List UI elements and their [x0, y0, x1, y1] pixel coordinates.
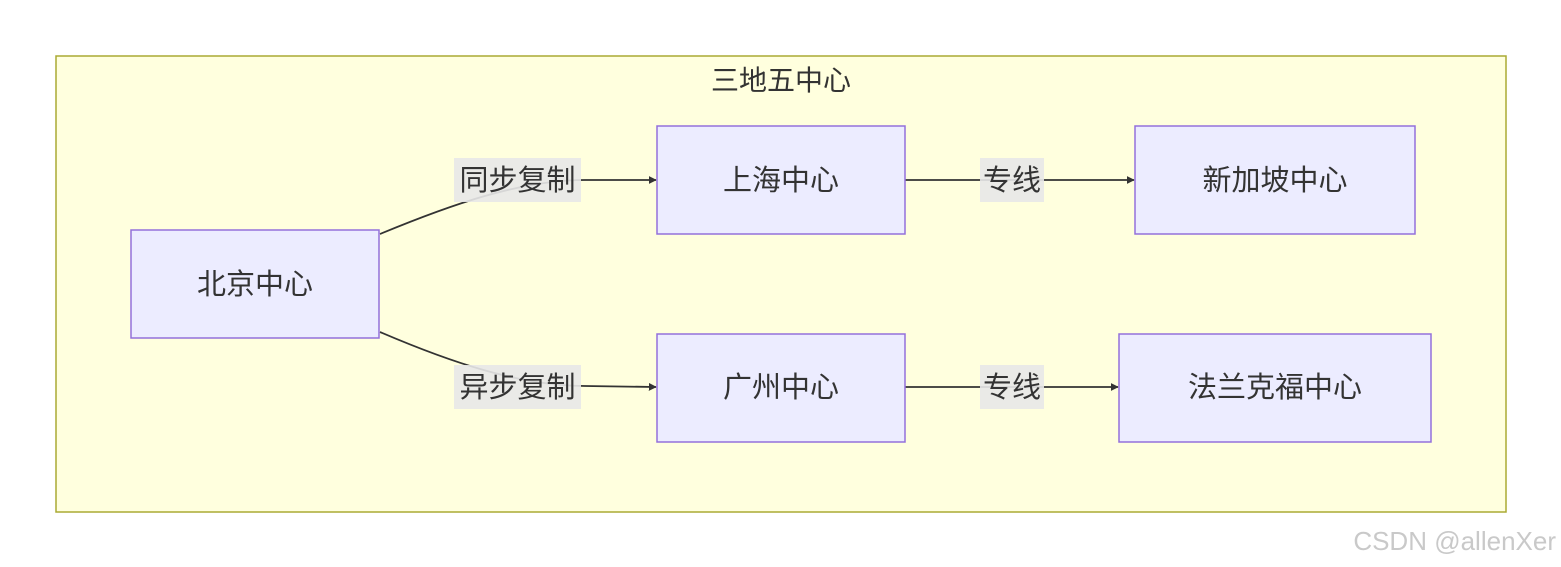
cluster-title: 三地五中心 — [711, 64, 851, 97]
edge-label-dedicated-line-bottom: 专线 — [980, 365, 1044, 409]
watermark: CSDN @allenXer — [1353, 526, 1556, 556]
node-box — [656, 333, 906, 443]
edge-label-dedicated-line-top: 专线 — [980, 158, 1044, 202]
edge-label-bg — [454, 158, 581, 202]
node-singapore: 新加坡中心 — [1134, 125, 1416, 235]
edge-label-async-replication: 异步复制 — [454, 365, 581, 409]
node-beijing: 北京中心 — [130, 229, 380, 339]
edge-label-bg — [454, 365, 581, 409]
node-label: 新加坡中心 — [1202, 163, 1347, 197]
edge-label-text: 同步复制 — [459, 163, 575, 197]
node-shanghai: 上海中心 — [656, 125, 906, 235]
node-box — [656, 125, 906, 235]
node-label: 法兰克福中心 — [1188, 370, 1362, 404]
node-guangzhou: 广州中心 — [656, 333, 906, 443]
node-label: 上海中心 — [723, 163, 839, 197]
node-label: 广州中心 — [723, 370, 839, 404]
edge-label-text: 异步复制 — [459, 370, 575, 404]
node-box — [1118, 333, 1432, 443]
node-label: 北京中心 — [197, 267, 313, 301]
node-box — [1134, 125, 1416, 235]
edge-label-text: 专线 — [983, 163, 1041, 197]
edge-label-bg — [980, 365, 1044, 409]
edge-label-text: 专线 — [983, 370, 1041, 404]
edge-label-bg — [980, 158, 1044, 202]
node-frankfurt: 法兰克福中心 — [1118, 333, 1432, 443]
node-box — [130, 229, 380, 339]
edge-label-sync-replication: 同步复制 — [454, 158, 581, 202]
